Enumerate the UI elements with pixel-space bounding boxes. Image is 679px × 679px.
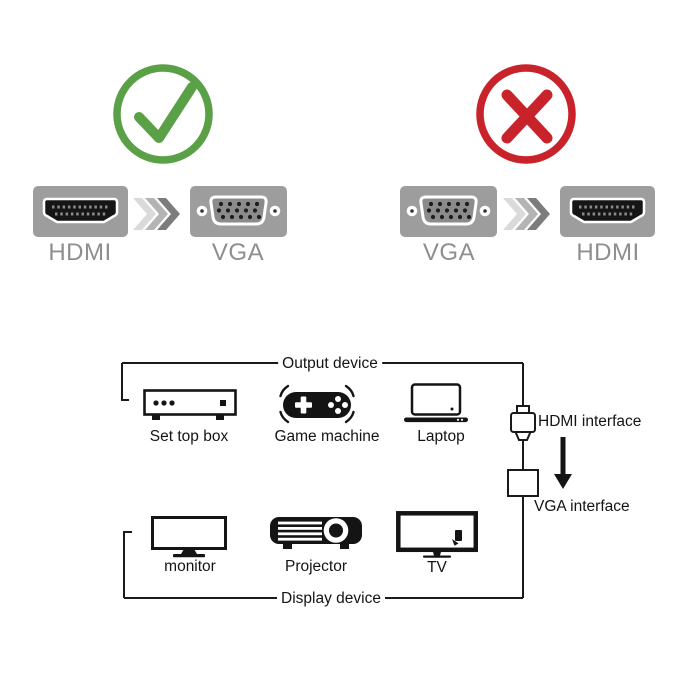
check-circle-icon	[113, 64, 213, 164]
tv-label: TV	[427, 559, 447, 576]
display-device-group-label: Display device	[277, 590, 385, 608]
vga-interface-label: VGA interface	[534, 498, 630, 515]
vga-adapter-box-icon	[507, 469, 539, 497]
projector-label: Projector	[284, 558, 348, 575]
output-device-group-label: Output device	[278, 355, 382, 373]
laptop-label: Laptop	[417, 428, 465, 445]
gamepad-icon	[279, 384, 355, 424]
projector-icon	[270, 517, 362, 549]
hdmi-port-label: HDMI	[576, 239, 640, 266]
vga-port-label: VGA	[422, 239, 476, 266]
hdmi-connector-icon	[33, 186, 128, 237]
monitor-label: monitor	[164, 558, 216, 575]
hdmi-plug-icon	[510, 405, 536, 441]
hdmi-port-label: HDMI	[48, 239, 112, 266]
vga-port-label: VGA	[211, 239, 265, 266]
arrow-right-chevrons-icon	[133, 198, 180, 230]
hdmi-connector-icon	[560, 186, 655, 237]
monitor-icon	[151, 516, 227, 558]
set-top-box-label: Set top box	[149, 428, 229, 445]
laptop-icon	[404, 383, 468, 423]
tv-icon	[396, 511, 478, 558]
down-arrow-icon	[554, 437, 572, 489]
vga-connector-icon	[400, 186, 497, 237]
arrow-right-chevrons-icon	[503, 198, 550, 230]
vga-connector-icon	[190, 186, 287, 237]
hdmi-interface-label: HDMI interface	[538, 413, 642, 430]
set-top-box-icon	[143, 389, 237, 420]
connection-diagram-lines	[121, 362, 572, 599]
cross-circle-icon	[476, 64, 576, 164]
game-machine-label: Game machine	[274, 428, 380, 445]
